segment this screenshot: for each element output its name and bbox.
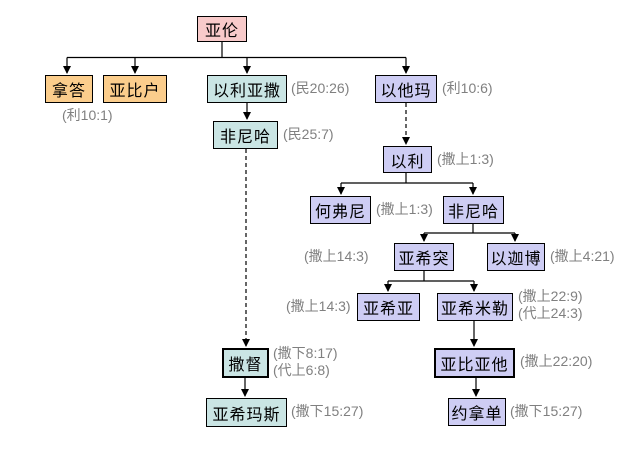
node-ahimelech: 亚希米勒 xyxy=(437,293,513,321)
ref-ahimelech-line1: (撒上22:9) xyxy=(518,288,583,304)
ref-jonathan: (撒下15:27) xyxy=(510,403,583,419)
ref-abiathar: (撒上22:20) xyxy=(520,353,593,369)
ref-zadok: (撒下8:17) (代上6:8) xyxy=(273,345,338,379)
ref-zadok-line1: (撒下8:17) xyxy=(273,345,338,361)
ref-ichabod: (撒上4:21) xyxy=(550,248,615,264)
node-ithamar: 以他玛 xyxy=(375,75,437,103)
node-eli: 以利 xyxy=(383,146,432,173)
node-aaron: 亚伦 xyxy=(197,16,247,42)
ref-ithamar: (利10:6) xyxy=(442,80,493,96)
ref-eli: (撒上1:3) xyxy=(437,151,494,167)
node-nadab: 拿答 xyxy=(45,75,93,103)
ref-ahijah: (撒上14:3) xyxy=(286,298,351,314)
ref-ahimelech: (撒上22:9) (代上24:3) xyxy=(518,288,583,322)
node-abihu: 亚比户 xyxy=(103,75,167,103)
node-jonathan: 约拿单 xyxy=(448,398,506,426)
ref-ahimelech-line2: (代上24:3) xyxy=(518,305,583,321)
node-ahimaaz: 亚希玛斯 xyxy=(206,398,287,427)
ref-hophni: (撒上1:3) xyxy=(376,201,433,217)
ref-eleazar: (民20:26) xyxy=(291,80,350,96)
node-ichabod: 以迦博 xyxy=(487,243,545,271)
ref-phinehas1: (民25:7) xyxy=(283,126,334,142)
node-phinehas1: 非尼哈 xyxy=(213,121,278,149)
ref-nadab-abihu: (利10:1) xyxy=(62,107,113,123)
node-hophni: 何弗尼 xyxy=(310,196,371,224)
ref-zadok-line2: (代上6:8) xyxy=(273,362,330,378)
node-phinehas2: 非尼哈 xyxy=(443,196,504,224)
node-ahitub: 亚希突 xyxy=(394,243,454,271)
ref-ahimaaz: (撒下15:27) xyxy=(291,403,364,419)
node-eleazar: 以利亚撒 xyxy=(207,75,287,103)
node-zadok: 撒督 xyxy=(222,348,269,378)
node-ahijah: 亚希亚 xyxy=(357,293,420,321)
node-abiathar: 亚比亚他 xyxy=(434,348,515,378)
ref-ahitub: (撒上14:3) xyxy=(304,248,369,264)
